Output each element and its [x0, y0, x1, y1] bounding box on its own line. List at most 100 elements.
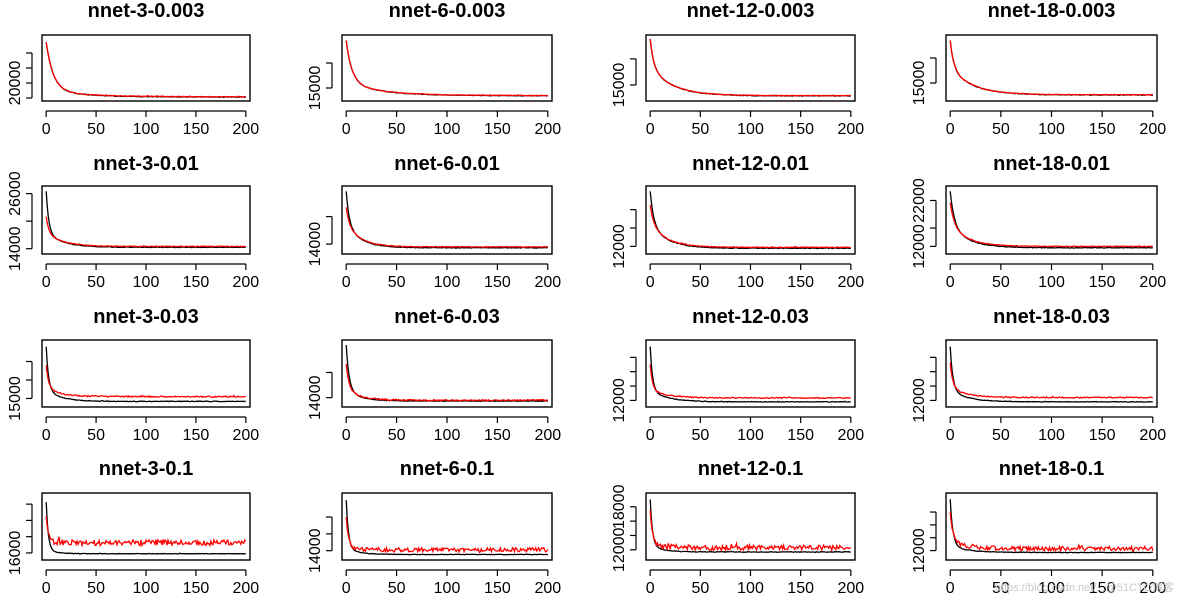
- red-series-line: [649, 38, 851, 97]
- x-tick-label: 0: [646, 580, 655, 597]
- x-tick-label: 0: [946, 580, 955, 597]
- x-tick-label: 50: [992, 121, 1010, 138]
- x-tick-label: 200: [232, 580, 259, 597]
- black-series-line: [45, 42, 247, 99]
- x-tick-label: 200: [232, 427, 259, 444]
- x-tick-label: 0: [342, 427, 351, 444]
- x-tick-label: 100: [737, 274, 764, 291]
- x-tick-label: 200: [837, 121, 864, 138]
- x-tick-label: 150: [484, 121, 511, 138]
- plot-frame: [41, 34, 251, 102]
- x-tick-label: 50: [992, 427, 1010, 444]
- y-tick-label: 20000: [7, 61, 24, 106]
- x-tick-label: 0: [42, 274, 51, 291]
- y-tick-label: 22000: [911, 178, 928, 223]
- x-tick-label: 200: [1139, 274, 1166, 291]
- x-tick-label: 100: [434, 427, 461, 444]
- black-series-line: [345, 40, 548, 97]
- x-tick-label: 200: [534, 274, 561, 291]
- x-tick-label: 50: [388, 121, 406, 138]
- panel-title: nnet-3-0.003: [88, 0, 205, 22]
- x-tick-label: 0: [946, 121, 955, 138]
- x-tick-label: 150: [1089, 580, 1116, 597]
- x-tick-label: 150: [1089, 274, 1116, 291]
- x-tick-label: 0: [42, 580, 51, 597]
- x-tick-label: 150: [787, 121, 814, 138]
- panel-title: nnet-3-0.01: [93, 153, 199, 175]
- plot-frame: [645, 34, 856, 102]
- x-tick-label: 150: [787, 580, 814, 597]
- x-tick-label: 200: [232, 121, 259, 138]
- plot-frame: [945, 34, 1158, 102]
- black-series-line: [949, 346, 1153, 403]
- x-tick-label: 100: [1038, 121, 1065, 138]
- red-series-line: [45, 365, 247, 399]
- y-tick-label: 14000: [307, 375, 324, 420]
- plot-frame: [41, 185, 251, 255]
- x-tick-label: 150: [787, 427, 814, 444]
- plot-frame: [645, 492, 856, 561]
- y-tick-label: 14000: [307, 222, 324, 267]
- x-tick-label: 50: [691, 580, 709, 597]
- x-tick-label: 0: [646, 274, 655, 291]
- x-tick-label: 0: [946, 274, 955, 291]
- red-series-line: [949, 40, 1153, 96]
- black-series-line: [649, 191, 851, 250]
- x-tick-label: 100: [133, 121, 160, 138]
- plot-frame: [341, 34, 553, 102]
- x-tick-label: 100: [133, 274, 160, 291]
- x-tick-label: 150: [787, 274, 814, 291]
- x-tick-label: 200: [534, 580, 561, 597]
- panel-title: nnet-12-0.01: [692, 153, 809, 175]
- red-series-line: [949, 202, 1153, 248]
- x-tick-label: 0: [342, 121, 351, 138]
- y-tick-label: 15000: [911, 61, 928, 106]
- black-series-line: [649, 346, 851, 403]
- x-tick-label: 100: [1038, 580, 1065, 597]
- x-tick-label: 100: [737, 427, 764, 444]
- panel-title: nnet-3-0.03: [93, 306, 199, 328]
- red-series-line: [649, 204, 851, 249]
- x-tick-label: 200: [1139, 121, 1166, 138]
- x-tick-label: 0: [42, 427, 51, 444]
- y-tick-label: 12000: [911, 224, 928, 269]
- y-tick-label: 15000: [7, 376, 24, 421]
- x-tick-label: 100: [133, 427, 160, 444]
- x-tick-label: 150: [484, 274, 511, 291]
- panel-title: nnet-3-0.1: [99, 458, 193, 480]
- x-tick-label: 0: [342, 274, 351, 291]
- black-series-line: [45, 346, 246, 403]
- panel-title: nnet-6-0.003: [389, 0, 506, 22]
- x-tick-label: 50: [87, 580, 105, 597]
- x-tick-label: 0: [646, 121, 655, 138]
- x-tick-label: 150: [484, 580, 511, 597]
- x-tick-label: 0: [646, 427, 655, 444]
- x-tick-label: 150: [183, 274, 210, 291]
- x-tick-label: 200: [837, 427, 864, 444]
- x-tick-label: 50: [87, 427, 105, 444]
- x-tick-label: 200: [837, 580, 864, 597]
- x-tick-label: 50: [388, 274, 406, 291]
- x-tick-label: 200: [534, 427, 561, 444]
- x-tick-label: 50: [691, 121, 709, 138]
- red-series-line: [649, 364, 851, 400]
- panel-title: nnet-6-0.1: [400, 458, 494, 480]
- x-tick-label: 0: [342, 580, 351, 597]
- x-tick-label: 150: [183, 121, 210, 138]
- red-series-line: [345, 207, 549, 248]
- black-series-line: [949, 499, 1153, 554]
- black-series-line: [345, 500, 548, 556]
- red-series-line: [345, 40, 548, 97]
- red-series-line: [345, 516, 549, 554]
- black-series-line: [345, 345, 548, 403]
- panel-title: nnet-18-0.01: [993, 153, 1110, 175]
- black-series-line: [949, 40, 1153, 97]
